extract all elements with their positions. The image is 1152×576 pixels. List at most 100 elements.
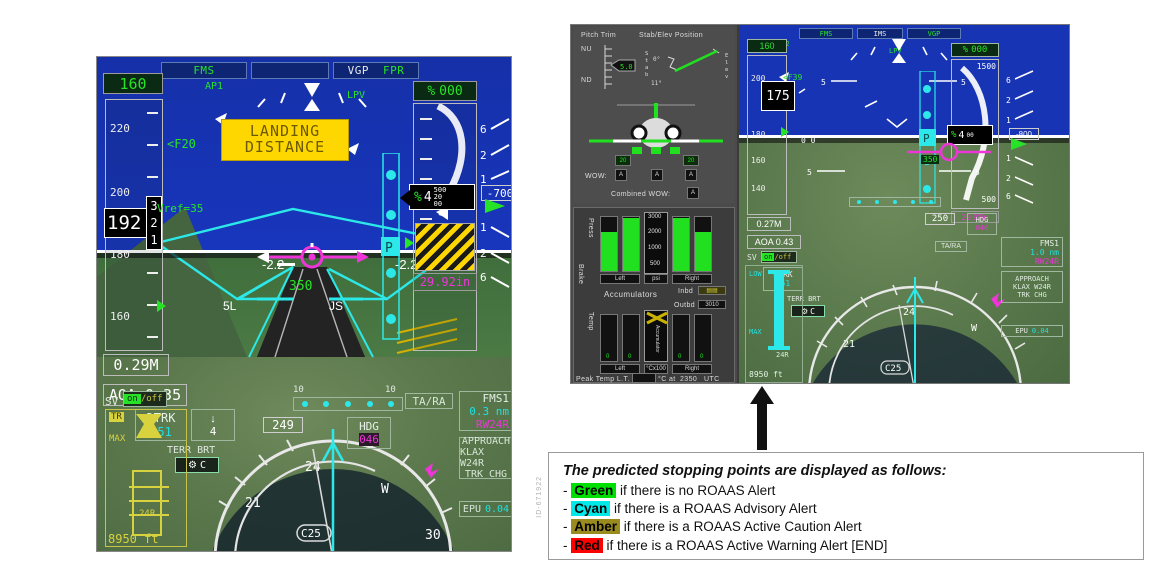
runway-label-left: 5L: [223, 299, 237, 313]
right-terr-brt-control[interactable]: ⚙ C: [791, 305, 825, 317]
sv-toggle-label: SV: [105, 395, 119, 408]
svg-text:W: W: [381, 482, 389, 497]
radio-altitude: 350: [289, 279, 313, 294]
selected-airspeed[interactable]: 160: [103, 73, 163, 94]
range-dot: [323, 401, 330, 407]
svg-text:2: 2: [1006, 174, 1011, 183]
range-scale: [293, 397, 403, 411]
alt-minor-tick: [420, 218, 432, 220]
right-hdg-bug-box[interactable]: HDG 046: [967, 213, 997, 235]
pitch-trim-title: Pitch Trim: [581, 32, 617, 39]
peak-temp-unit: °C at: [658, 376, 676, 383]
fms-title: FMS1: [482, 391, 510, 405]
svg-text:e: e: [725, 67, 728, 73]
right-epu-box: EPU 0.04: [1001, 325, 1063, 337]
caption-bullet: -: [563, 537, 568, 553]
alt-minor-tick: [420, 118, 432, 120]
right-alt-prefix: %: [951, 130, 957, 140]
svg-text:2: 2: [1006, 96, 1011, 105]
svg-text:2: 2: [480, 149, 487, 162]
right-selected-altitude[interactable]: % 000: [951, 43, 999, 57]
range-label-right: 10: [385, 385, 396, 395]
sv-toggle-switch[interactable]: on /off: [123, 391, 167, 407]
right-alt-top: 1500: [976, 62, 996, 71]
caption-keyword-cyan: Cyan: [571, 501, 611, 517]
utc-label: UTC: [704, 376, 720, 383]
range-dot: [388, 401, 395, 407]
right-baro-setting[interactable]: 29.92in: [951, 211, 999, 223]
svg-text:P: P: [923, 132, 930, 145]
right-terr-brt-label: TERR BRT: [787, 295, 821, 303]
right-sv-off: /off: [774, 253, 792, 261]
speed-tick-180: 180: [110, 248, 130, 261]
svg-text:2: 2: [480, 247, 487, 260]
nose-up-label: NU: [581, 46, 592, 53]
right-multifunction-display[interactable]: Pitch Trim Stab/Elev Position NU ND 5.0 …: [570, 24, 1070, 384]
wow-left: A: [615, 169, 627, 181]
annunciator-fms[interactable]: FMS: [161, 62, 247, 79]
traffic-mode[interactable]: TA/RA: [405, 393, 453, 409]
systems-panel[interactable]: Pitch Trim Stab/Elev Position NU ND 5.0 …: [571, 25, 737, 383]
svg-text:0 0: 0 0: [801, 136, 816, 145]
right-ann-vgp-label: VGP: [927, 29, 941, 38]
right-ann-ims-label: IMS: [873, 29, 887, 38]
left-primary-flight-display[interactable]: -2.2 -2.2 350 5L JS FMS VGP FPR AP1 LPV …: [96, 56, 512, 552]
right-sv-toggle[interactable]: on /off: [761, 251, 797, 263]
caption-keyword-green: Green: [571, 483, 617, 498]
hdg-value: 046: [359, 433, 379, 446]
right-vs-scale: 6 2 1 1 2 6: [1006, 70, 1034, 204]
svg-text:5: 5: [821, 78, 826, 87]
pitch-scale-right: -2.2: [395, 257, 418, 272]
wind-indicator: ↓ 4: [191, 409, 235, 441]
fms-distance-box[interactable]: FMS1 0.3 nm RW24R: [459, 391, 511, 431]
annunciator-vgp-fpr[interactable]: VGP FPR: [333, 62, 419, 79]
caption-title: The predicted stopping points are displa…: [563, 463, 947, 479]
landing-distance-caution[interactable]: LANDING DISTANCE: [221, 119, 349, 161]
hdg-label: HDG: [359, 420, 379, 433]
caption-text-green: if there is no ROAAS Alert: [616, 483, 776, 498]
brake-system-panel[interactable]: Brake Press Temp 3000 2000 1000 500 Left…: [573, 207, 735, 383]
compass-rose[interactable]: 21 24 W 30 C25 VNY LAX: [193, 409, 473, 552]
selected-altitude[interactable]: % 000: [413, 81, 477, 101]
right-annunciator-ims[interactable]: IMS: [857, 28, 903, 39]
right-annunciator-vgp[interactable]: VGP: [907, 28, 961, 39]
heading-bug-box[interactable]: HDG 046: [347, 417, 391, 449]
annunciator-empty[interactable]: [251, 62, 329, 79]
psi-unit-label: psi: [644, 274, 668, 284]
right-pfd[interactable]: FMS IMS VGP AP2 LPV 5 5 0 0: [739, 25, 1069, 384]
bank-angle-indicator: [257, 83, 367, 111]
callout-up-arrow-icon: [750, 386, 774, 450]
inbd-label: Inbd: [678, 288, 694, 295]
barometric-setting[interactable]: 29.92in: [413, 273, 477, 291]
roaas-runway-stop-gauge-right[interactable]: LOW MAX 24R 8950 ft: [745, 265, 803, 383]
svg-text:E: E: [725, 53, 728, 59]
svg-text:6: 6: [480, 271, 487, 284]
right-hdg-value: 046: [975, 224, 989, 232]
pitch-trim-panel[interactable]: Pitch Trim Stab/Elev Position NU ND 5.0 …: [573, 27, 735, 203]
right-traffic-mode[interactable]: TA/RA: [935, 241, 967, 252]
lpv-label: LPV: [347, 90, 366, 101]
right-runway-id: 24R: [776, 351, 789, 359]
svg-text:W: W: [971, 323, 978, 334]
right-fms-box[interactable]: FMS1 1.0 nm RW24R: [1001, 237, 1063, 267]
right-alt-small: 00: [966, 131, 974, 139]
right-approach-line1: APPROACH: [1015, 275, 1049, 283]
right-compass-rose[interactable]: 21 24 W C25: [795, 261, 1035, 384]
low-label: LOW: [749, 270, 762, 278]
right-speed-tick-180: 180: [751, 130, 766, 139]
roaas-runway-stop-gauge-left[interactable]: TR MAX 24R 8950 ft: [105, 409, 187, 547]
right-pitch-ladder: 5 5 0 0: [779, 72, 966, 145]
right-annunciator-fms[interactable]: FMS: [799, 28, 853, 39]
speed-minor-tick: [147, 176, 158, 178]
range-label-left: 10: [293, 385, 304, 395]
flap-speed-bug-label: <F20: [167, 137, 196, 151]
brake-temp-gauge-l1: 0: [600, 314, 618, 362]
svg-text:S: S: [645, 51, 648, 57]
airspeed-tape[interactable]: 220 200 180 160 192 3 2 1: [104, 99, 166, 351]
approach-line1: APPROACH: [461, 436, 511, 447]
accumulators-label: Accumulators: [604, 290, 658, 299]
right-current-airspeed: 175: [761, 81, 795, 111]
right-selected-airspeed[interactable]: 160: [747, 39, 787, 53]
svg-text:C25: C25: [301, 527, 321, 540]
outbd-label: Outbd: [674, 302, 696, 309]
